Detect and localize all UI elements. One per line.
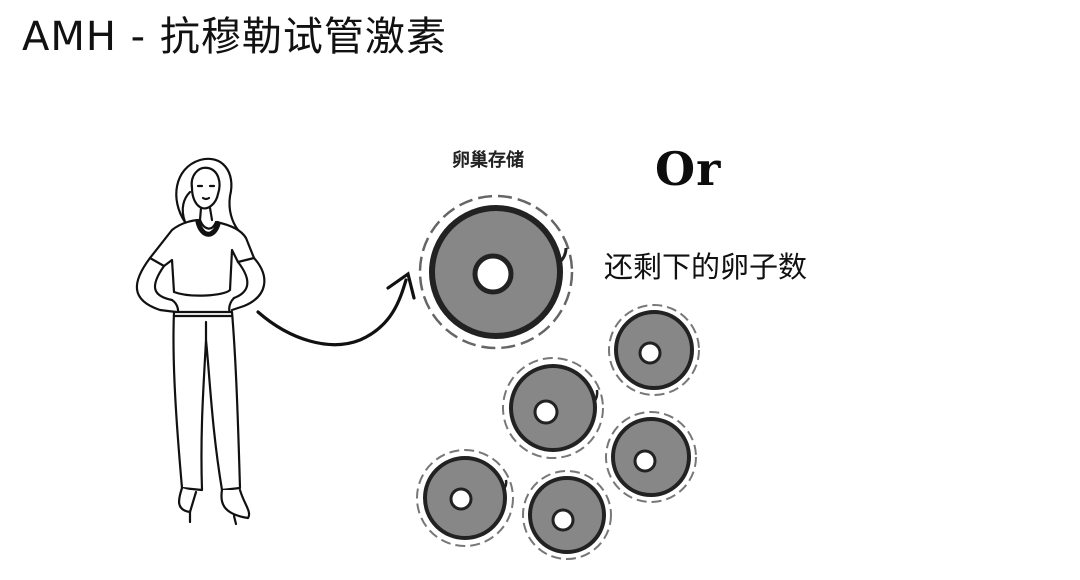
follicle-icon	[416, 449, 514, 547]
woman-figure-icon	[135, 157, 266, 526]
ovary-reserve-label: 卵巢存储	[452, 150, 524, 171]
follicle-icon	[605, 411, 697, 503]
ovary-follicle-icon	[418, 194, 574, 350]
curved-arrow-icon	[256, 271, 416, 347]
or-label: Or	[655, 142, 722, 196]
remaining-eggs-label: 还剩下的卵子数	[604, 250, 808, 284]
page-title: AMH - 抗穆勒试管激素	[22, 14, 447, 60]
follicle-icon	[502, 357, 604, 459]
follicle-icon	[522, 470, 612, 560]
follicle-icon	[608, 304, 700, 396]
